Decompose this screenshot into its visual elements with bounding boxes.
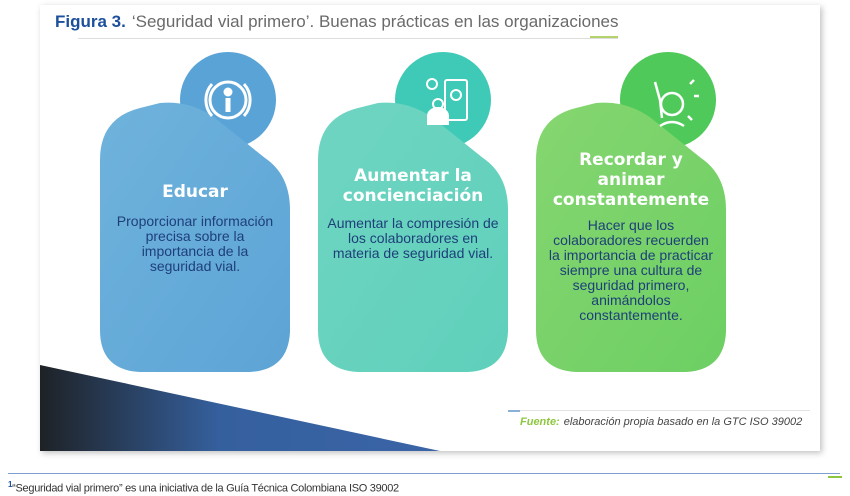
- source-accent: [508, 410, 520, 412]
- source-divider: [510, 410, 810, 411]
- card-body: Aumentar la compresión de los colaborado…: [327, 215, 499, 261]
- card-heading: Aumentar la concienciación: [342, 166, 484, 206]
- card-heading: Recordar y animar constantemente: [552, 150, 710, 210]
- decorative-triangle: [40, 365, 440, 451]
- footnote-text: “Seguridad vial primero” es una iniciati…: [12, 482, 399, 495]
- cheering-person-icon: [653, 79, 699, 128]
- card-heading: Educar: [162, 182, 228, 202]
- info-icon: [204, 80, 252, 120]
- title-accent: [590, 36, 618, 38]
- card-recordar: Recordar y animar constantemente Hacer q…: [546, 150, 716, 323]
- card-body: Hacer que los colaboradores recuerden la…: [548, 217, 714, 323]
- card-shape-recordar: [536, 102, 726, 373]
- presentation-icon: [426, 78, 468, 125]
- footnote-divider: [8, 473, 840, 474]
- card-shape-concienciacion: [318, 102, 508, 373]
- source-label: Fuente:: [520, 416, 560, 428]
- figure-label: Figura 3.: [55, 12, 126, 31]
- source-note: Fuente:elaboración propia basado en la G…: [520, 416, 802, 428]
- title-divider: [78, 38, 618, 39]
- figure-title: Figura 3. ‘Seguridad vial primero’. Buena…: [55, 12, 619, 32]
- source-text: elaboración propia basado en la GTC ISO …: [563, 416, 803, 428]
- figure-title-text: ‘Seguridad vial primero’. Buenas práctic…: [131, 12, 619, 31]
- card-shape-educar: [100, 102, 290, 373]
- card-body: Proporcionar información precisa sobre l…: [116, 213, 274, 274]
- footnote-mark: 1: [8, 480, 13, 489]
- card-concienciacion: Aumentar la concienciación Aumentar la c…: [326, 166, 500, 261]
- footnote-accent: [828, 476, 842, 478]
- card-educar: Educar Proporcionar información precisa …: [110, 182, 280, 274]
- footnote: 1“Seguridad vial primero” es una iniciat…: [8, 480, 399, 495]
